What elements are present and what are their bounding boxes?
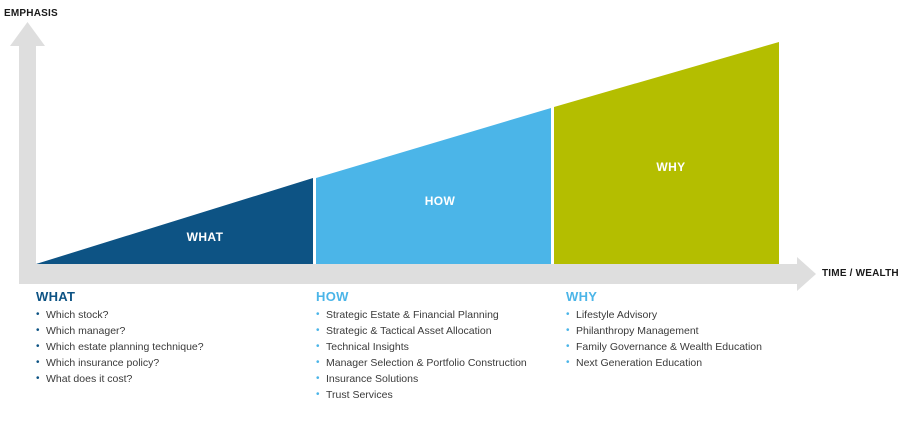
y-axis-line — [19, 44, 36, 284]
y-axis-label: EMPHASIS — [4, 8, 58, 19]
list-item: • Philanthropy Management — [566, 323, 826, 339]
bullet-icon: • — [316, 309, 320, 320]
why-column: WHY • Lifestyle Advisory • Philanthropy Ma… — [566, 289, 826, 371]
list-item-text: Philanthropy Management — [576, 325, 699, 337]
what-column: WHAT • Which stock? • Which manager? • Whic… — [36, 289, 296, 387]
bullet-icon: • — [566, 357, 570, 368]
list-item-text: What does it cost? — [46, 373, 133, 385]
list-item-text: Lifestyle Advisory — [576, 309, 658, 321]
bullet-icon: • — [566, 325, 570, 336]
list-item: • Family Governance & Wealth Education — [566, 339, 826, 355]
list-item: • Trust Services — [316, 387, 548, 403]
bullet-icon: • — [566, 341, 570, 352]
segment-label-why: WHY — [656, 160, 685, 174]
bullet-icon: • — [36, 373, 40, 384]
list-item: • Insurance Solutions — [316, 371, 548, 387]
list-item: • Strategic Estate & Financial Planning — [316, 307, 548, 323]
how-list: • Strategic Estate & Financial Planning •… — [316, 307, 548, 403]
how-column: HOW • Strategic Estate & Financial Planni… — [316, 289, 548, 403]
bullet-icon: • — [36, 341, 40, 352]
list-item-text: Technical Insights — [326, 341, 409, 353]
list-item: • Which insurance policy? — [36, 355, 296, 371]
list-item-text: Which estate planning technique? — [46, 341, 204, 353]
bullet-icon: • — [566, 309, 570, 320]
list-item: • Next Generation Education — [566, 355, 826, 371]
how-column-title: HOW — [316, 289, 349, 304]
list-item-text: Next Generation Education — [576, 357, 703, 369]
segment-label-how: HOW — [425, 194, 456, 208]
bullet-icon: • — [316, 357, 320, 368]
list-item-text: Insurance Solutions — [326, 373, 419, 385]
bullet-icon: • — [36, 309, 40, 320]
list-item-text: Strategic Estate & Financial Planning — [326, 309, 499, 321]
bullet-icon: • — [316, 389, 320, 400]
why-list: • Lifestyle Advisory • Philanthropy Manage… — [566, 307, 826, 371]
x-axis-arrowhead — [797, 257, 816, 291]
x-axis-label: TIME / WEALTH — [822, 268, 899, 279]
list-item: • Which estate planning technique? — [36, 339, 296, 355]
why-column-title: WHY — [566, 289, 598, 304]
list-item-text: Trust Services — [326, 389, 393, 401]
list-item-text: Which manager? — [46, 325, 126, 337]
segment-how — [316, 108, 551, 264]
what-column-title: WHAT — [36, 289, 76, 304]
list-item: • Which stock? — [36, 307, 296, 323]
list-item: • Technical Insights — [316, 339, 548, 355]
list-item: • Lifestyle Advisory — [566, 307, 826, 323]
list-item-text: Strategic & Tactical Asset Allocation — [326, 325, 492, 337]
list-item: • Manager Selection & Portfolio Construct… — [316, 355, 548, 371]
bullet-icon: • — [36, 325, 40, 336]
x-axis-line — [19, 264, 799, 284]
list-item: • What does it cost? — [36, 371, 296, 387]
list-item-text: Manager Selection & Portfolio Constructi… — [326, 357, 527, 369]
list-item: • Which manager? — [36, 323, 296, 339]
list-item-text: Family Governance & Wealth Education — [576, 341, 762, 353]
list-item: • Strategic & Tactical Asset Allocation — [316, 323, 548, 339]
segment-what — [36, 178, 313, 264]
list-item-text: Which stock? — [46, 309, 109, 321]
what-list: • Which stock? • Which manager? • Which est… — [36, 307, 296, 387]
y-axis-arrowhead — [10, 22, 45, 46]
bullet-icon: • — [316, 341, 320, 352]
bullet-icon: • — [316, 325, 320, 336]
segment-why — [554, 42, 779, 264]
bullet-icon: • — [316, 373, 320, 384]
bullet-icon: • — [36, 357, 40, 368]
list-item-text: Which insurance policy? — [46, 357, 160, 369]
segment-label-what: WHAT — [187, 230, 224, 244]
